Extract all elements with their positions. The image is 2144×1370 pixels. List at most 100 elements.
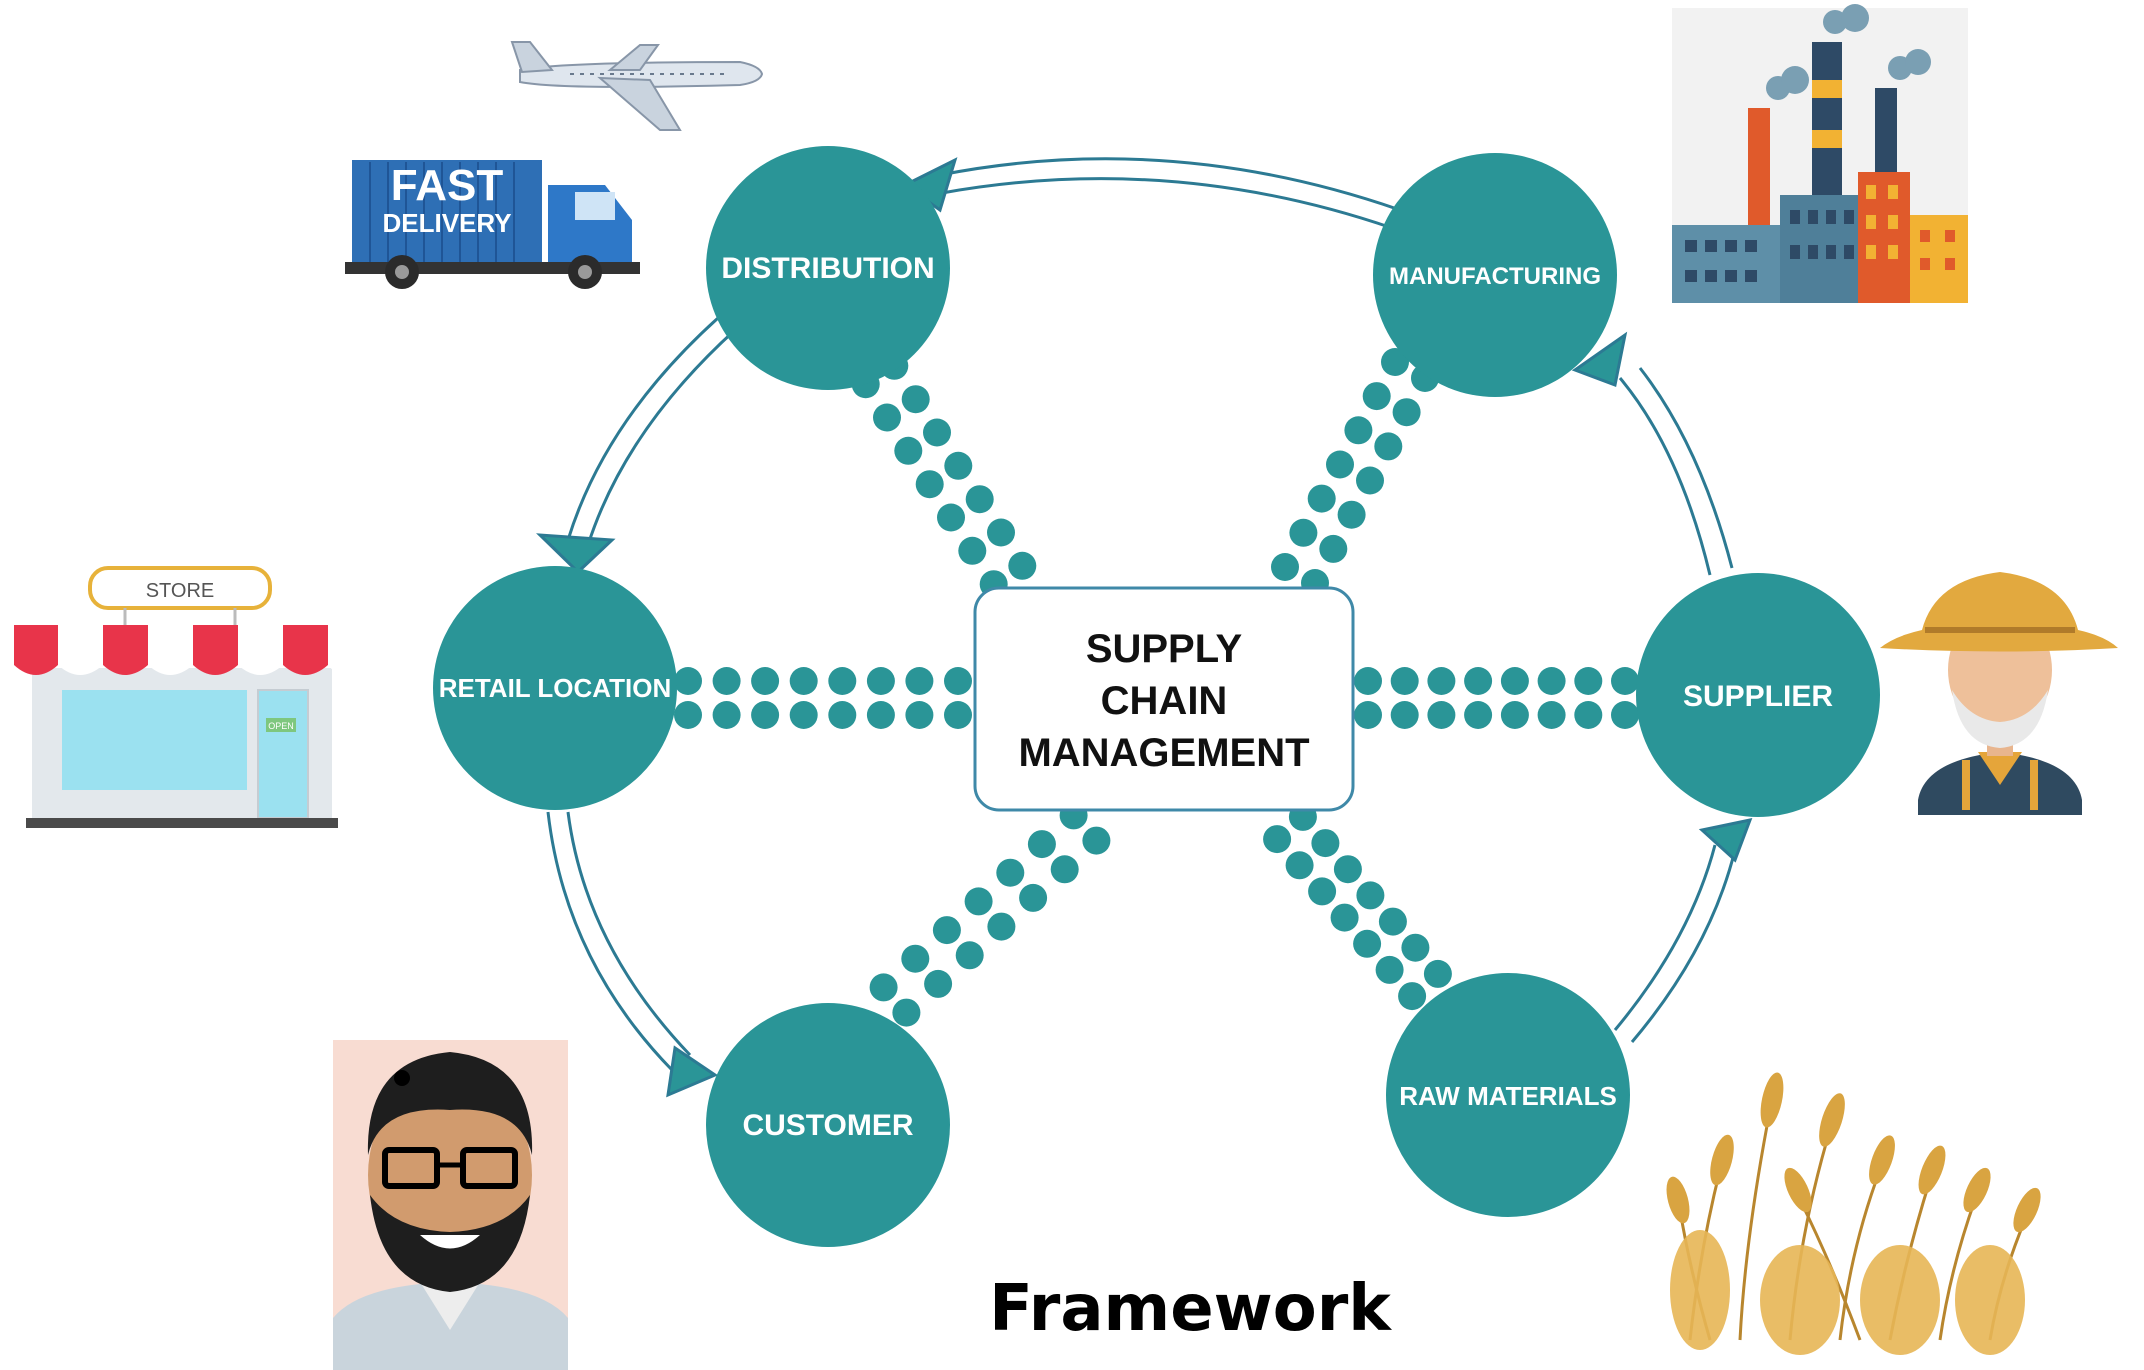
node-supplier-label: SUPPLIER <box>1683 680 1833 713</box>
connector-dot <box>1027 830 1056 859</box>
dotted-connector-raw-materials <box>1263 802 1452 1011</box>
connector-dot <box>1333 855 1362 884</box>
connector-dot <box>905 667 934 695</box>
truck-text-fast: FAST <box>391 161 504 210</box>
node-supplier: SUPPLIER <box>1636 573 1880 817</box>
connector-dot <box>869 973 898 1002</box>
connector-dot <box>1427 701 1456 729</box>
connector-dot <box>1464 667 1493 695</box>
cycle-arrows <box>536 157 1753 1098</box>
connector-dot <box>923 418 951 447</box>
arrow-distribution-to-retail <box>536 316 737 575</box>
connector-dot <box>1500 701 1529 729</box>
connector-dot <box>1401 933 1430 962</box>
store-icon: STORE OPEN <box>14 566 350 828</box>
connector-dot <box>1374 432 1403 461</box>
connector-dot <box>944 701 972 729</box>
connector-dot <box>866 701 895 729</box>
connector-dot <box>955 941 984 970</box>
dotted-connector-distribution <box>851 351 1037 599</box>
connector-dot <box>1330 903 1359 932</box>
connector-dot <box>866 667 895 695</box>
connector-dot <box>932 916 961 945</box>
connector-dot <box>1611 701 1639 729</box>
factory-icon <box>1672 4 1968 303</box>
arrow-manufacturing-to-distribution <box>902 157 1401 230</box>
node-retail-label: RETAIL LOCATION <box>439 673 672 703</box>
connector-dot <box>1423 959 1452 988</box>
connector-dot <box>1263 825 1292 854</box>
wheat-icon <box>1666 1072 2041 1355</box>
connector-dot <box>1381 348 1409 376</box>
store-open-sign-text: OPEN <box>268 721 294 731</box>
connector-dot <box>1574 701 1603 729</box>
connector-dot <box>1326 450 1354 479</box>
arrow-raw-to-supplier <box>1613 817 1753 1043</box>
connector-dot <box>712 667 741 695</box>
connector-dot <box>944 667 972 695</box>
node-customer: CUSTOMER <box>706 1003 950 1247</box>
connector-dot <box>1344 416 1373 445</box>
node-retail: RETAIL LOCATION <box>433 566 677 810</box>
connector-dot <box>905 701 934 729</box>
connector-dot <box>1537 701 1566 729</box>
connector-dot <box>1574 667 1603 695</box>
connector-dot <box>1285 851 1314 880</box>
connector-dot <box>1289 518 1318 547</box>
connector-dot <box>987 518 1015 547</box>
airplane-icon <box>510 41 764 131</box>
arrow-supplier-to-manufacturing <box>1571 331 1734 576</box>
connector-dot <box>1353 929 1382 958</box>
connector-dot <box>1356 881 1385 910</box>
connector-dot <box>958 536 987 565</box>
connector-dot <box>1378 907 1407 936</box>
connector-dot <box>1390 701 1419 729</box>
connector-dot <box>901 385 930 414</box>
connector-dot <box>1500 667 1529 695</box>
dotted-connector-supplier <box>1354 667 1639 729</box>
node-customer-label: CUSTOMER <box>742 1109 913 1142</box>
connector-dot <box>751 667 780 695</box>
node-distribution: DISTRIBUTION <box>706 146 950 390</box>
diagram-caption: Framework <box>989 1272 1392 1346</box>
delivery-truck-icon: FAST DELIVERY <box>345 160 640 289</box>
connector-dot <box>674 667 702 695</box>
farmer-avatar-icon <box>1880 572 2118 815</box>
connector-dot <box>937 503 965 532</box>
connector-dot <box>1050 855 1079 884</box>
connector-dot <box>1375 955 1404 984</box>
connector-dot <box>964 887 993 916</box>
connector-dot <box>674 701 702 729</box>
node-distribution-label: DISTRIBUTION <box>721 252 934 285</box>
connector-dot <box>965 485 994 514</box>
node-raw-materials-label: RAW MATERIALS <box>1399 1081 1617 1111</box>
connector-dot <box>1082 826 1111 855</box>
center-box: SUPPLY CHAIN MANAGEMENT <box>973 586 1355 812</box>
dotted-connector-manufacturing <box>1271 348 1439 597</box>
dotted-connector-retail <box>674 667 972 729</box>
arrow-retail-to-customer <box>546 811 719 1098</box>
connector-dot <box>892 998 921 1027</box>
connector-dot <box>789 667 818 695</box>
connector-dot <box>828 667 857 695</box>
connector-dot <box>1008 551 1037 580</box>
connector-dot <box>1362 382 1391 411</box>
connector-dot <box>873 403 901 432</box>
node-raw-materials: RAW MATERIALS <box>1386 973 1630 1217</box>
connector-dot <box>1337 500 1366 529</box>
customer-avatar-icon <box>333 1040 568 1370</box>
center-title-line2: CHAIN <box>1101 679 1228 723</box>
connector-dot <box>1390 667 1419 695</box>
center-title-line3: MANAGEMENT <box>1018 731 1309 775</box>
connector-dot <box>1308 877 1337 906</box>
node-manufacturing: MANUFACTURING <box>1373 153 1617 397</box>
connector-dot <box>751 701 780 729</box>
connector-dot <box>1311 829 1340 858</box>
connector-dot <box>1427 667 1456 695</box>
connector-dot <box>996 858 1025 887</box>
connector-dot <box>1354 701 1382 729</box>
connector-dot <box>987 912 1016 941</box>
connector-dot <box>1611 667 1639 695</box>
connector-dot <box>1398 982 1427 1011</box>
